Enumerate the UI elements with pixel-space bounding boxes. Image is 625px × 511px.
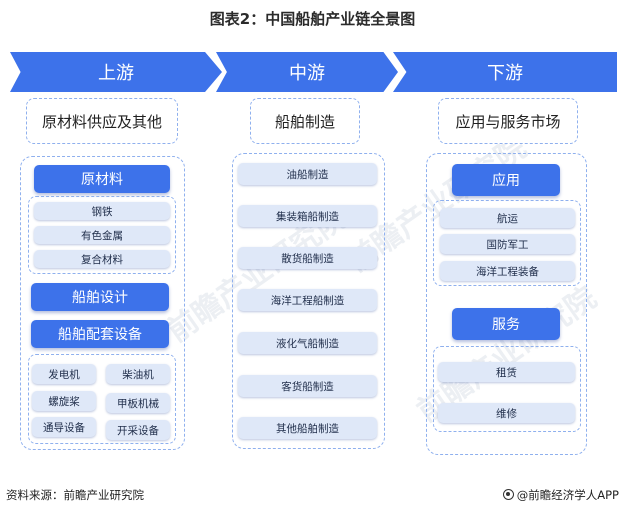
midstream-banner: 中游 — [216, 52, 398, 92]
equipment-item: 柴油机 — [106, 364, 170, 384]
downstream-banner: 下游 — [393, 52, 617, 92]
equipment-item: 通导设备 — [32, 417, 96, 437]
brand-note: @前瞻经济学人APP — [502, 487, 619, 503]
source-note: 资料来源：前瞻产业研究院 — [6, 488, 144, 502]
brand-logo-icon — [502, 489, 514, 500]
chart-title: 图表2：中国船舶产业链全景图 — [209, 10, 416, 28]
upstream-banner: 上游 — [10, 52, 222, 92]
service-box: 服务 — [452, 308, 560, 340]
shipbuilding-item: 客货船制造 — [238, 375, 377, 397]
equipment-item: 发电机 — [32, 364, 96, 384]
midstream-group — [232, 153, 385, 449]
raw-material-item: 有色金属 — [34, 226, 170, 244]
equipment-box: 船舶配套设备 — [31, 320, 169, 348]
upstream-header: 原材料供应及其他 — [26, 98, 178, 144]
brand-label: @前瞻经济学人APP — [516, 488, 619, 502]
service-item: 租赁 — [438, 362, 575, 382]
equipment-item: 螺旋桨 — [32, 391, 96, 411]
upstream-group — [20, 156, 185, 450]
service-list — [433, 346, 581, 432]
raw-material-item: 复合材料 — [34, 250, 170, 268]
raw-materials-box: 原材料 — [34, 165, 170, 193]
shipbuilding-item: 其他船舶制造 — [238, 417, 377, 439]
raw-material-item: 钢铁 — [34, 202, 170, 220]
application-item: 国防军工 — [440, 234, 575, 254]
application-box: 应用 — [452, 164, 560, 196]
raw-materials-list — [28, 196, 176, 274]
midstream-header: 船舶制造 — [250, 98, 360, 144]
shipbuilding-item: 海洋工程船制造 — [238, 289, 377, 311]
ship-design-box: 船舶设计 — [31, 283, 169, 311]
shipbuilding-item: 散货船制造 — [238, 247, 377, 269]
shipbuilding-item: 油船制造 — [238, 163, 377, 185]
service-item: 维修 — [438, 403, 575, 423]
equipment-list — [28, 354, 176, 444]
shipbuilding-item: 集装箱船制造 — [238, 205, 377, 227]
equipment-item: 开采设备 — [106, 420, 170, 440]
equipment-item: 甲板机械 — [106, 393, 170, 413]
downstream-header: 应用与服务市场 — [438, 98, 578, 144]
application-item: 海洋工程装备 — [440, 261, 575, 281]
application-item: 航运 — [440, 208, 575, 228]
downstream-group — [426, 153, 587, 455]
shipbuilding-item: 液化气船制造 — [238, 332, 377, 354]
application-list — [433, 200, 581, 286]
